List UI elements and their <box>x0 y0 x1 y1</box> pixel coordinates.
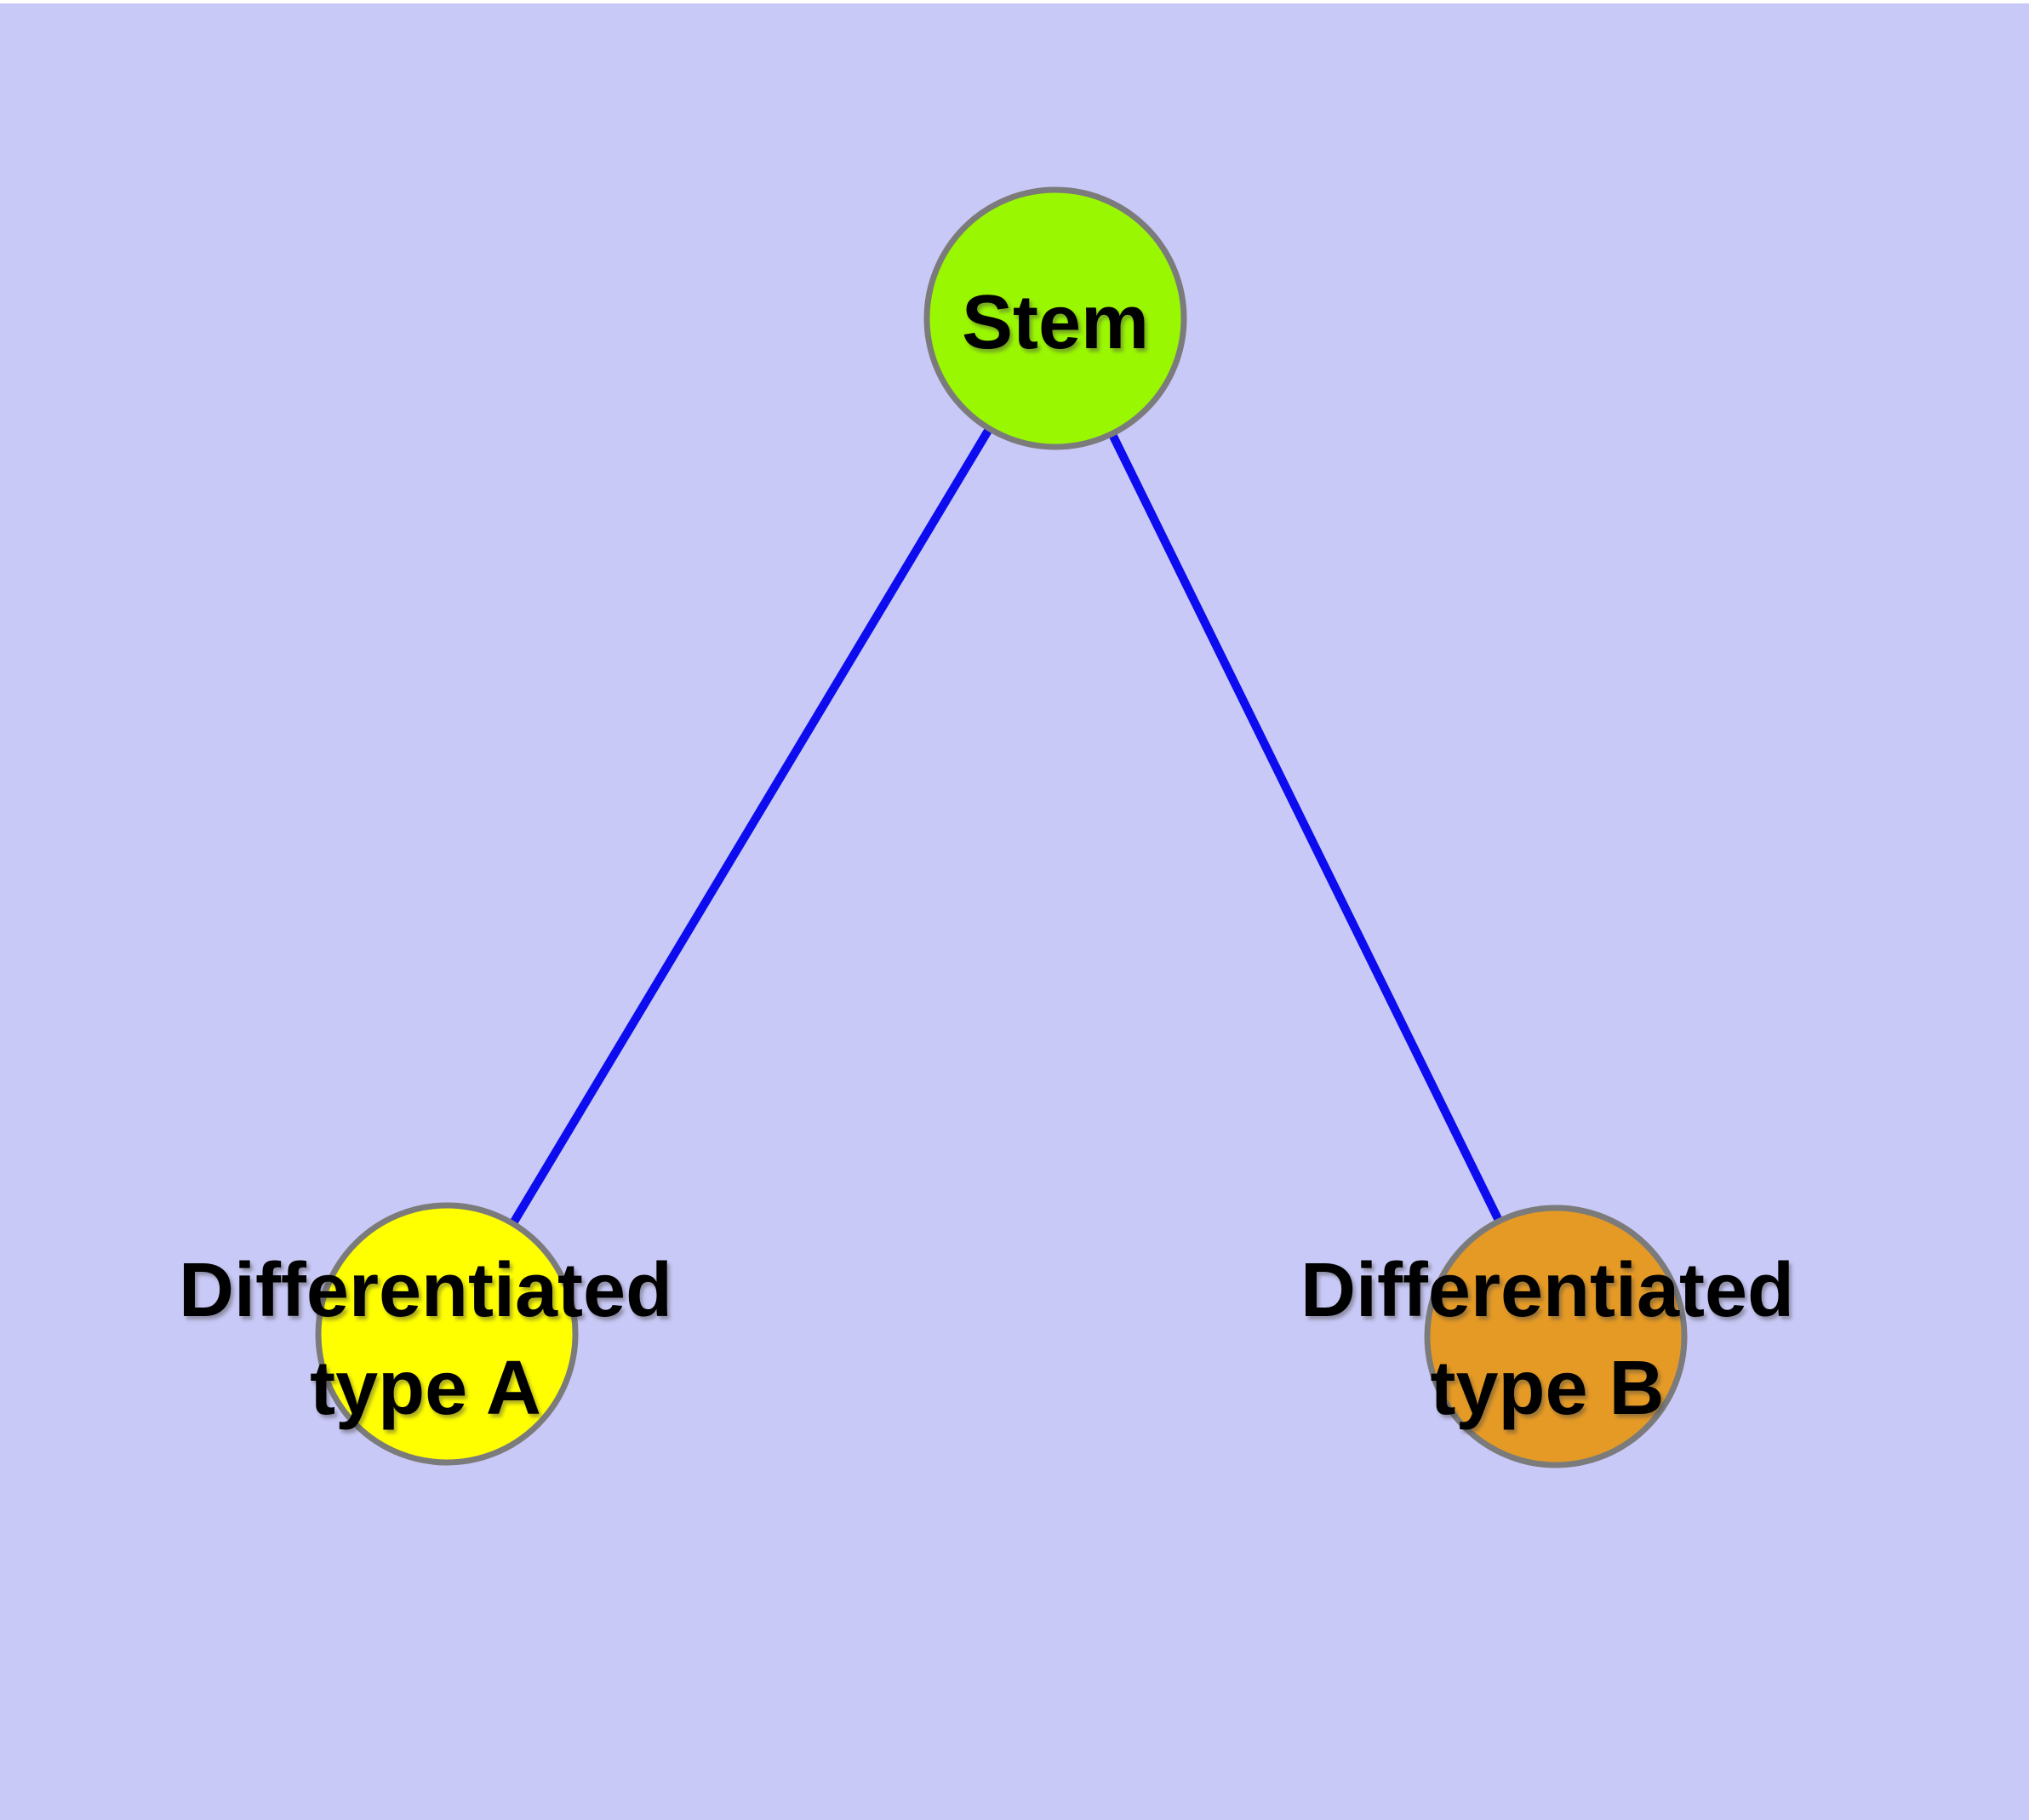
top-strip <box>0 0 2029 3</box>
edge-stem-to-type-a <box>443 316 1060 1336</box>
stem-node-label: Stem <box>962 280 1149 365</box>
edge-stem-to-type-b <box>1051 316 1560 1339</box>
type-a-node-label-line-1: Differentiated <box>179 1248 672 1333</box>
type-b-node-label-line-1: Differentiated <box>1300 1248 1794 1333</box>
type-a-node-circle <box>315 1202 579 1466</box>
stem-node-circle <box>923 186 1187 450</box>
labels-group: Stem Differentiated type A Differentiate… <box>179 280 1794 1431</box>
type-b-node-circle <box>1424 1205 1688 1468</box>
type-b-node-label-line-2: type B <box>1430 1346 1664 1431</box>
type-a-node-label-line-2: type A <box>310 1346 541 1431</box>
